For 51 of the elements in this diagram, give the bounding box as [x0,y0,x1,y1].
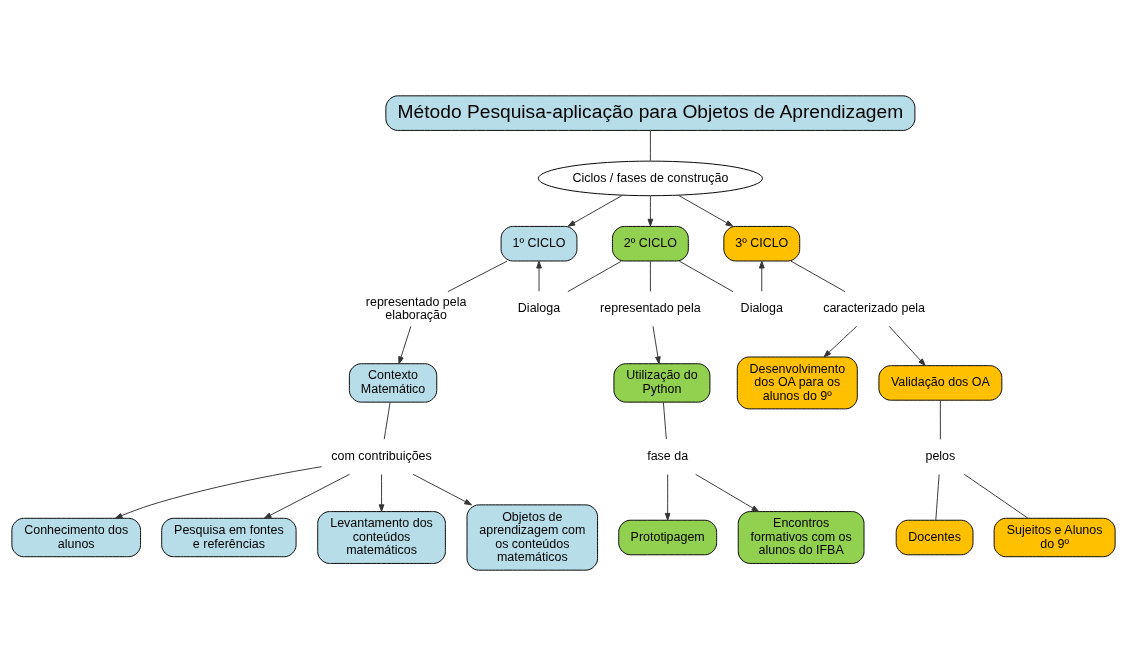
node-text: com contribuições [331,449,432,464]
arrow [536,260,542,292]
connector [567,260,622,293]
node-box: Utilização do Python [613,363,711,403]
arrow [652,325,661,365]
arrow [398,325,412,365]
node-text: caracterizado pela [823,301,926,316]
arrow [677,194,734,227]
node-text: representado pela elaboração [365,294,467,322]
node-text: Dialoga [517,301,561,316]
node-text: fase da [647,449,689,464]
node-text: representado pela [600,301,701,316]
connector [939,399,941,440]
connector [963,473,1029,519]
node-box: Validação dos OA [878,365,1003,401]
arrow [758,260,765,292]
arrow [263,473,351,519]
connector [383,401,391,440]
connector [678,260,734,293]
node-box: Encontros formativos com os alunos do IFBA [737,511,865,564]
node-box: Docentes [895,519,974,556]
node-text: pelos [925,449,956,464]
node-box: 3º CICLO [723,225,801,262]
arrow [664,474,671,521]
node-text: Dialoga [740,301,783,316]
arrow [695,473,760,512]
node-box: Objetos de aprendizagem com os conteúdos matemáticos [466,504,599,571]
arrow [823,325,858,358]
arrow [647,195,654,227]
node-box: Contexto Matemático [348,363,438,403]
node-box: Prototipagem [618,519,718,556]
node-box: Método Pesquisa-aplicação para Objetos de Aprendizagem [385,95,916,131]
arrow [412,473,472,506]
connector [649,130,651,162]
node-box: 2º CICLO [612,225,689,262]
connector [935,474,940,521]
connector [649,260,651,292]
node-ellipse: Ciclos / fases de construção [537,160,763,197]
connector [662,401,667,440]
connector [790,260,846,293]
arrow [378,474,385,512]
node-box: Pesquisa em fontes e referências [161,517,297,558]
arrow [567,194,624,227]
node-box: Desenvolvimento dos OA para os alunos do 9º [736,356,858,410]
arrow [888,325,926,366]
connector [447,260,508,293]
node-box: Conhecimento dos alunos [11,517,142,558]
arrow [114,466,322,519]
node-box: Levantamento dos conteúdos matemáticos [317,511,446,564]
node-box: Sujeitos e Alunos do 9º [993,517,1116,558]
node-box: 1º CICLO [500,225,578,262]
